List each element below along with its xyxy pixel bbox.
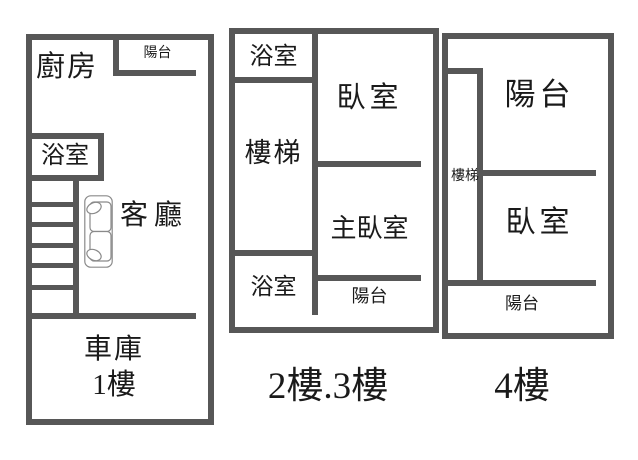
wall-stairs-top [448,68,483,74]
floor-plan-1f: 陽台 廚房 浴室 客廳 [26,34,214,425]
room-label-bedroom: 臥室 [336,82,403,114]
room-label-living-room: 客廳 [120,200,189,231]
floor-plan-2f-3f: 浴室 樓梯 浴室 臥室 主臥室 陽台 [229,28,439,333]
wall-balcony-divider [318,275,421,281]
wall-bathroom-top-divider [235,77,312,83]
wall-bedroom-divider [318,161,421,167]
stair-step [32,243,79,248]
wall-garage-top [32,313,196,319]
room-label-balcony: 陽台 [143,46,172,61]
floor-plan-4f: 樓梯 陽台 臥室 陽台 [442,33,614,339]
stair-step [32,202,79,207]
room-label-balcony-bottom: 陽台 [505,294,539,313]
stair-step [32,263,79,268]
floor-caption-2f-3f: 2樓.3樓 [267,366,389,407]
wall-bathroom-top [32,133,104,139]
room-label-master-bedroom: 主臥室 [330,214,409,243]
wall-bathroom-bottom [32,175,104,181]
stair-step [32,222,79,227]
room-label-bathroom: 浴室 [41,143,89,169]
wall-balcony-bedroom-divider [477,170,596,176]
wall-stairs-bathroom-divider [235,250,312,256]
room-label-stairs: 樓梯 [244,138,303,168]
room-label-kitchen: 廚房 [36,51,99,83]
floor-caption-4f: 4樓 [494,366,550,407]
wall-stairs-right [477,68,483,286]
floor-caption-1f: 1樓 [92,369,136,401]
wall-bathroom-right [98,133,104,181]
room-label-bedroom: 臥室 [505,206,574,239]
stair-step [32,285,79,290]
wall-balcony-left [113,40,119,76]
room-label-garage: 車庫 [83,334,144,365]
room-label-bathroom-top: 浴室 [249,44,298,70]
wall-balcony-bottom [113,70,196,76]
room-label-balcony-top: 陽台 [504,77,575,112]
room-label-stairs: 樓梯 [451,169,479,184]
room-label-balcony: 陽台 [351,286,388,306]
wall-center-divider [312,34,318,315]
wall-balcony-bottom-divider [448,280,596,286]
sofa-icon [84,195,113,268]
room-label-bathroom-bottom: 浴室 [250,274,297,299]
